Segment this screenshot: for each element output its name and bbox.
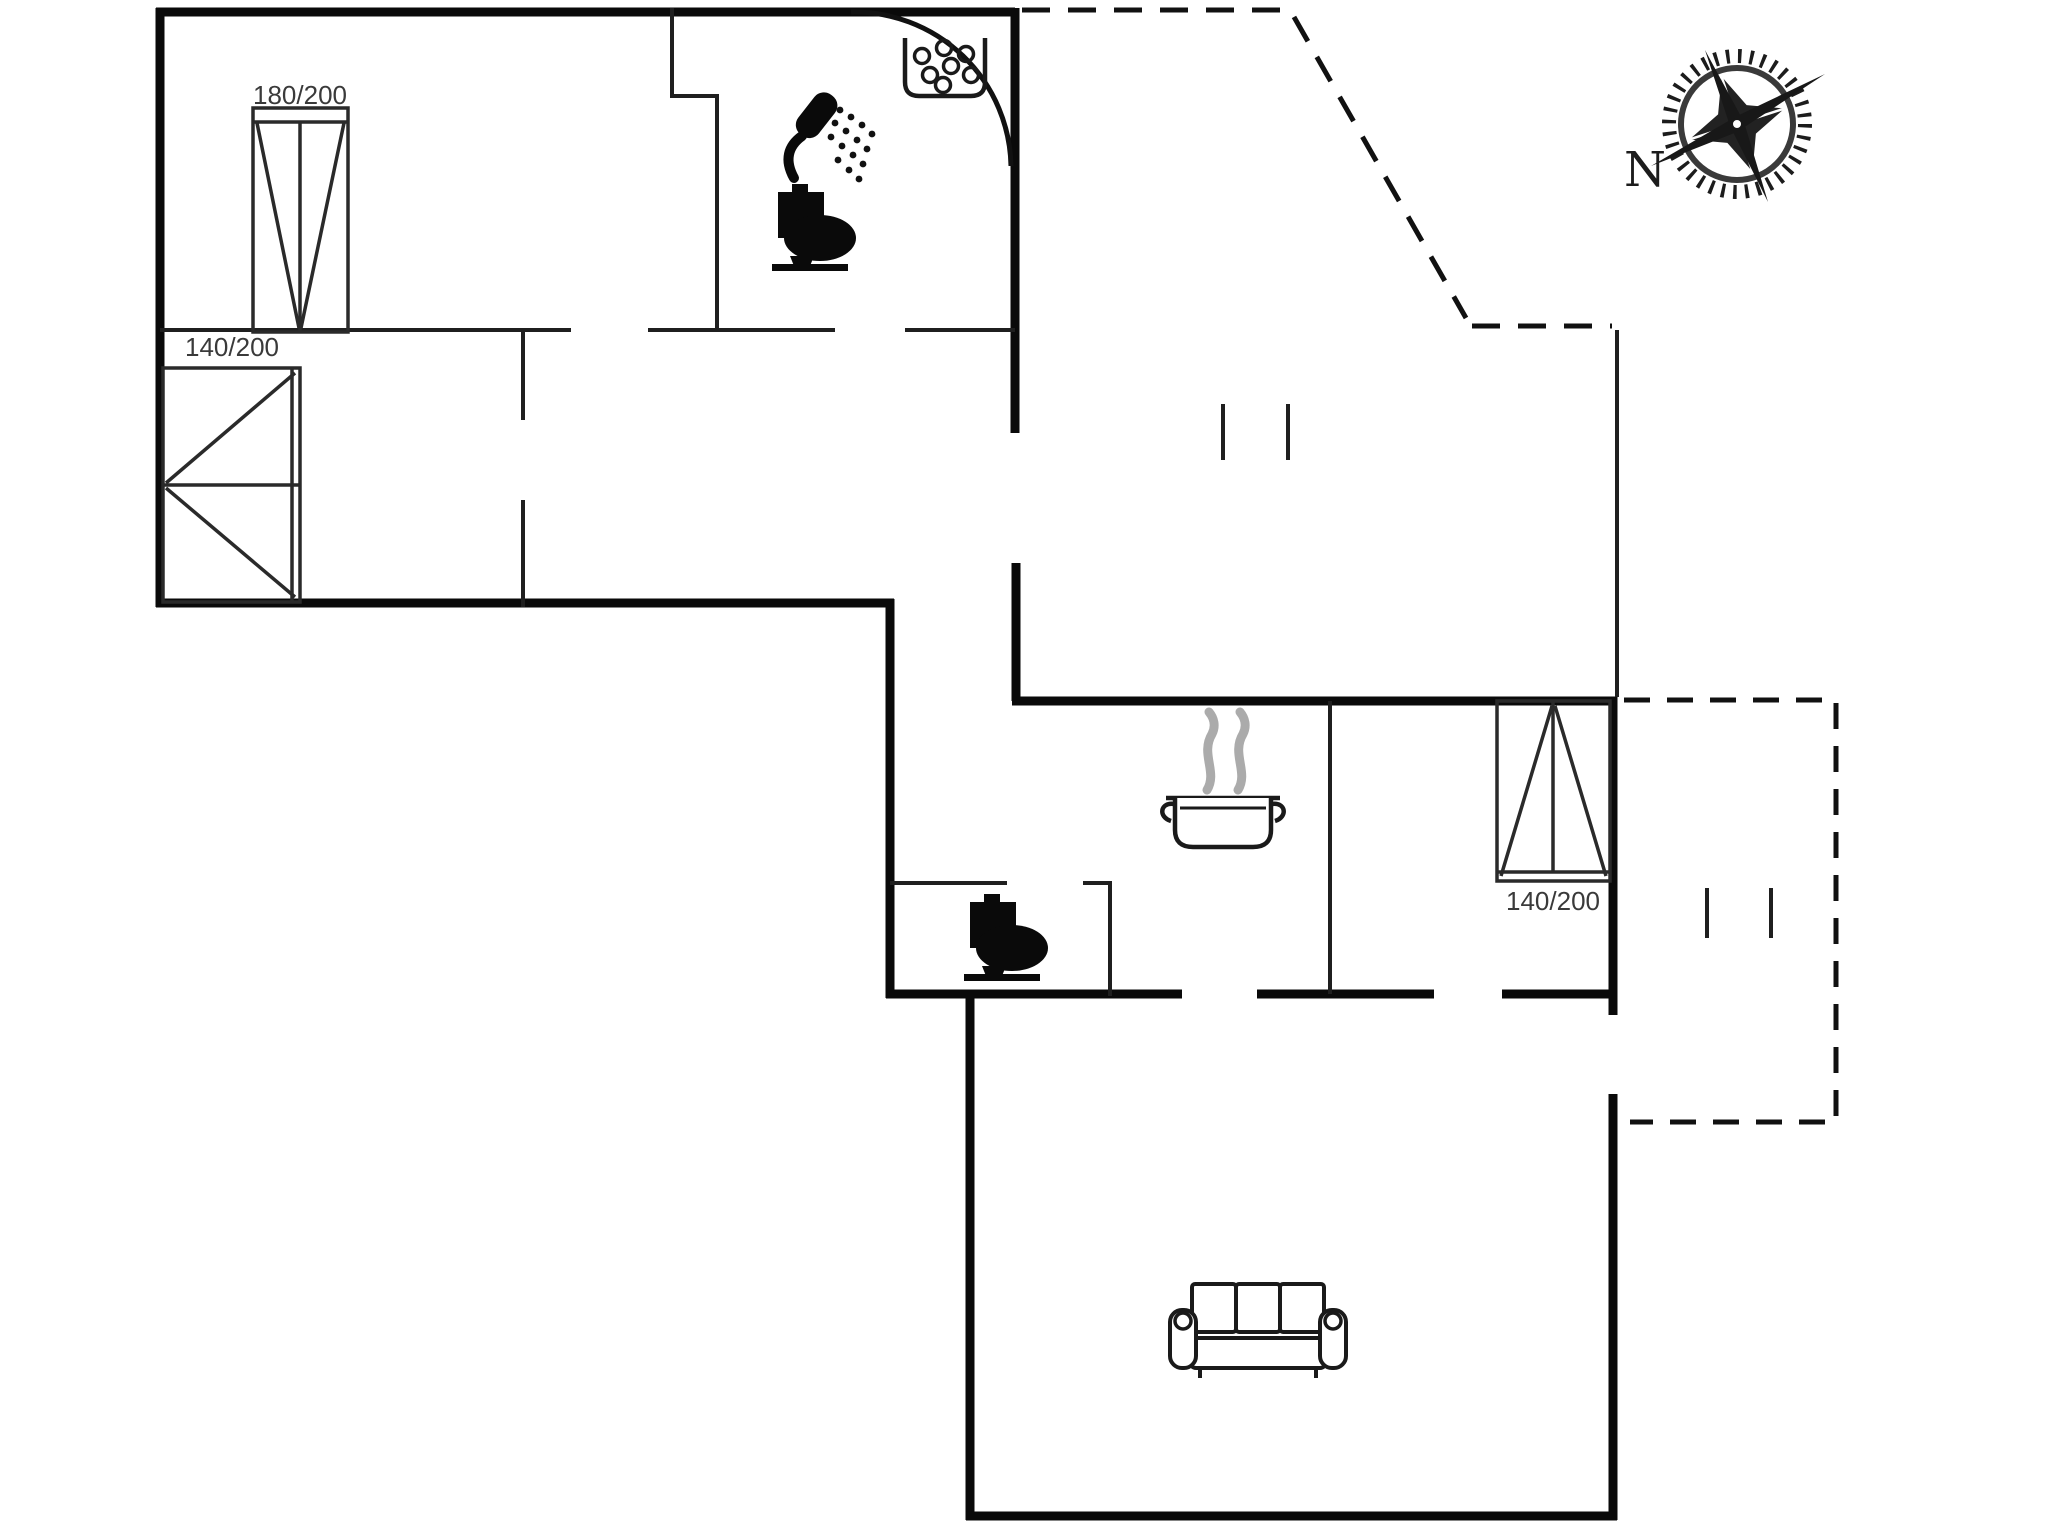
terrace-outline-right bbox=[1624, 697, 1839, 1125]
toilet-icon-wc bbox=[964, 894, 1048, 981]
compass-north-label: N bbox=[1624, 142, 1666, 198]
sofa-icon bbox=[1168, 1282, 1348, 1378]
bed-right bbox=[1495, 699, 1612, 883]
window-marks-top-room bbox=[1221, 404, 1290, 460]
compass-inner-ring bbox=[1678, 65, 1796, 183]
compass-rose-icon bbox=[1651, 49, 1825, 202]
bed-master bbox=[251, 106, 350, 334]
bed-master-label: 180/200 bbox=[253, 80, 347, 110]
window-marks-right-terrace bbox=[1705, 888, 1773, 938]
shower-icon bbox=[783, 92, 876, 183]
bed-left bbox=[161, 366, 302, 604]
exterior-walls bbox=[155, 7, 1618, 1521]
bed-left-label: 140/200 bbox=[185, 332, 279, 362]
toilet-icon-bathroom bbox=[772, 184, 856, 271]
steam-icon bbox=[1202, 707, 1250, 795]
compass-tick-ring bbox=[1662, 49, 1812, 199]
bed-right-label: 140/200 bbox=[1506, 886, 1600, 916]
interior-walls bbox=[160, 8, 1619, 996]
terrace-outline-top bbox=[1022, 7, 1612, 329]
corner-shower-arc bbox=[850, 9, 1014, 167]
shower-tray-icon bbox=[902, 38, 988, 99]
pot-icon bbox=[1160, 707, 1286, 850]
shower-spray-dots bbox=[827, 106, 876, 183]
